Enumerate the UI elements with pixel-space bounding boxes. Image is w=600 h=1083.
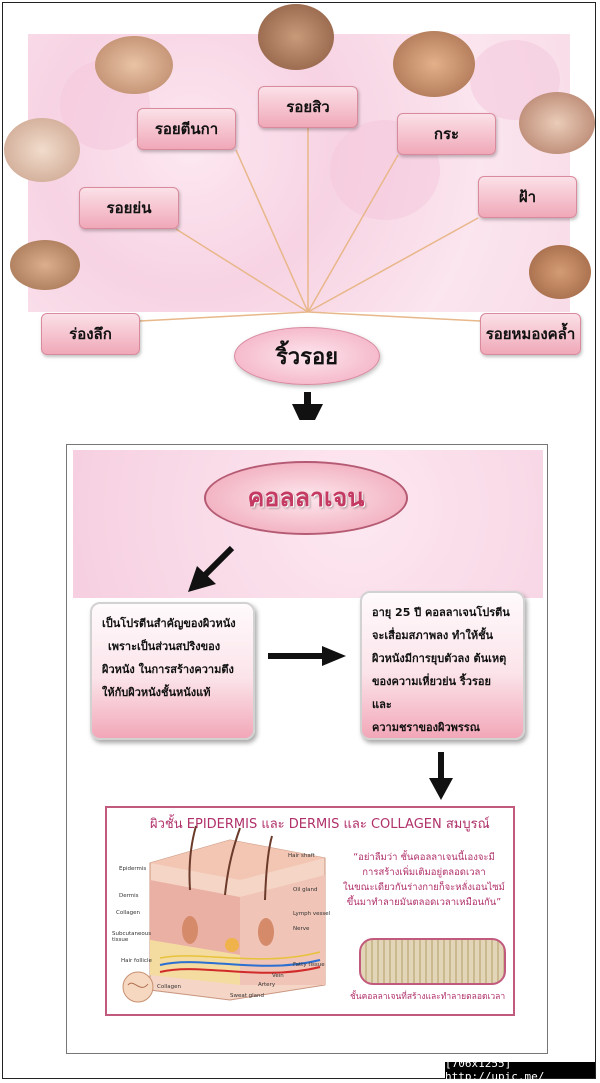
collagen-aging-card: อายุ 25 ปี คอลลาเจนโปรตีน จะเสื่อมสภาพลง… — [360, 591, 525, 740]
card-line: ของความเหี่ยวย่น ริ้วรอย และ — [372, 675, 491, 711]
crows-feet-photo — [4, 118, 80, 182]
label-hair-follicle: Hair follicle — [121, 958, 152, 964]
label-artery: Artery — [258, 982, 276, 988]
skin-cross-section-illustration — [122, 825, 326, 1003]
label-nerve: Nerve — [293, 926, 310, 932]
collagen-quote: “อย่าลืมว่า ชั้นคอลลาเจนนี้เองจะมี การสร… — [343, 850, 505, 910]
card-line: จะเสื่อมสภาพลง ทำให้ชั้น — [372, 629, 494, 642]
card-line: ให้กับผิวหนังชั้นหนังแท้ — [102, 686, 211, 699]
label-fine-lines: รอยย่น — [79, 187, 179, 229]
skin-diagram-title: ผิวชั้น EPIDERMIS และ DERMIS และ COLLAGE… — [150, 817, 490, 832]
quote-line: ในขณะเดียวกันร่างกายก็จะหลั่งเอนไซม์ — [343, 882, 505, 893]
down-arrow — [292, 392, 323, 420]
quote-line: ขึ้นมาทำลายมันตลอดเวลาเหมือนกัน” — [346, 897, 502, 908]
label-vein: Vein — [272, 973, 284, 979]
label-collagen-2: Collagen — [157, 984, 181, 990]
label-oil-gland: Oil gland — [293, 887, 318, 893]
quote-line: “อย่าลืมว่า ชั้นคอลลาเจนนี้เองจะมี — [353, 852, 495, 863]
connector-lines — [139, 128, 481, 420]
label-lymph-vessel: Lymph vessel — [293, 911, 331, 917]
quote-line: การสร้างเพิ่มเติมอยู่ตลอดเวลา — [362, 867, 486, 878]
image-host-footer: [706x1255] http://upic.me/ — [445, 1057, 595, 1083]
label-crows-feet: รอยตีนกา — [137, 108, 236, 150]
card-line: เป็นโปรตีนสำคัญของผิวหนัง — [102, 617, 236, 630]
label-melasma: ฝ้า — [478, 176, 577, 218]
dull-skin-photo — [529, 245, 591, 299]
label-deep-grooves: ร่องลึก — [41, 313, 140, 355]
card-line: อายุ 25 ปี คอลลาเจนโปรตีน — [372, 606, 510, 619]
collagen-layer-strip — [359, 938, 506, 985]
collagen-title: คอลลาเจน — [204, 461, 408, 535]
acne-scar-photo — [258, 4, 334, 70]
label-sweat-gland: Sweat gland — [230, 993, 265, 999]
collagen-strip-caption: ชั้นคอลลาเจนที่สร้างและทำลายตลอดเวลา — [350, 992, 506, 1002]
label-dull-skin: รอยหมองคล้ำ — [480, 313, 581, 355]
label-hair-shaft: Hair shaft — [288, 853, 315, 859]
label-epidermis: Epidermis — [119, 866, 147, 872]
forehead-lines-photo — [10, 240, 80, 290]
label-fatty-tissue: Fatty tissue — [293, 962, 325, 968]
center-wrinkles-oval: ริ้วรอย — [234, 327, 380, 385]
melasma-photo — [519, 92, 595, 154]
collagen-arrows — [188, 545, 453, 800]
card-line: ความชราของผิวพรรณ — [372, 721, 480, 734]
label-freckles: กระ — [397, 113, 496, 155]
label-dermis: Dermis — [119, 893, 139, 899]
label-subcutaneous: Subcutaneous tissue — [112, 931, 152, 943]
card-line: เพราะเป็นส่วนสปริงของ — [108, 640, 221, 653]
label-acne-scar: รอยสิว — [258, 86, 358, 128]
card-line: ผิวหนัง ในการสร้างความตึง — [102, 663, 234, 676]
freckles-photo — [393, 31, 475, 97]
collagen-definition-card: เป็นโปรตีนสำคัญของผิวหนัง เพราะเป็นส่วนส… — [90, 602, 255, 740]
card-line: ผิวหนังมีการยุบตัวลง ต้นเหตุ — [372, 652, 507, 665]
eye-wrinkle-photo — [95, 36, 173, 94]
label-collagen: Collagen — [116, 910, 140, 916]
